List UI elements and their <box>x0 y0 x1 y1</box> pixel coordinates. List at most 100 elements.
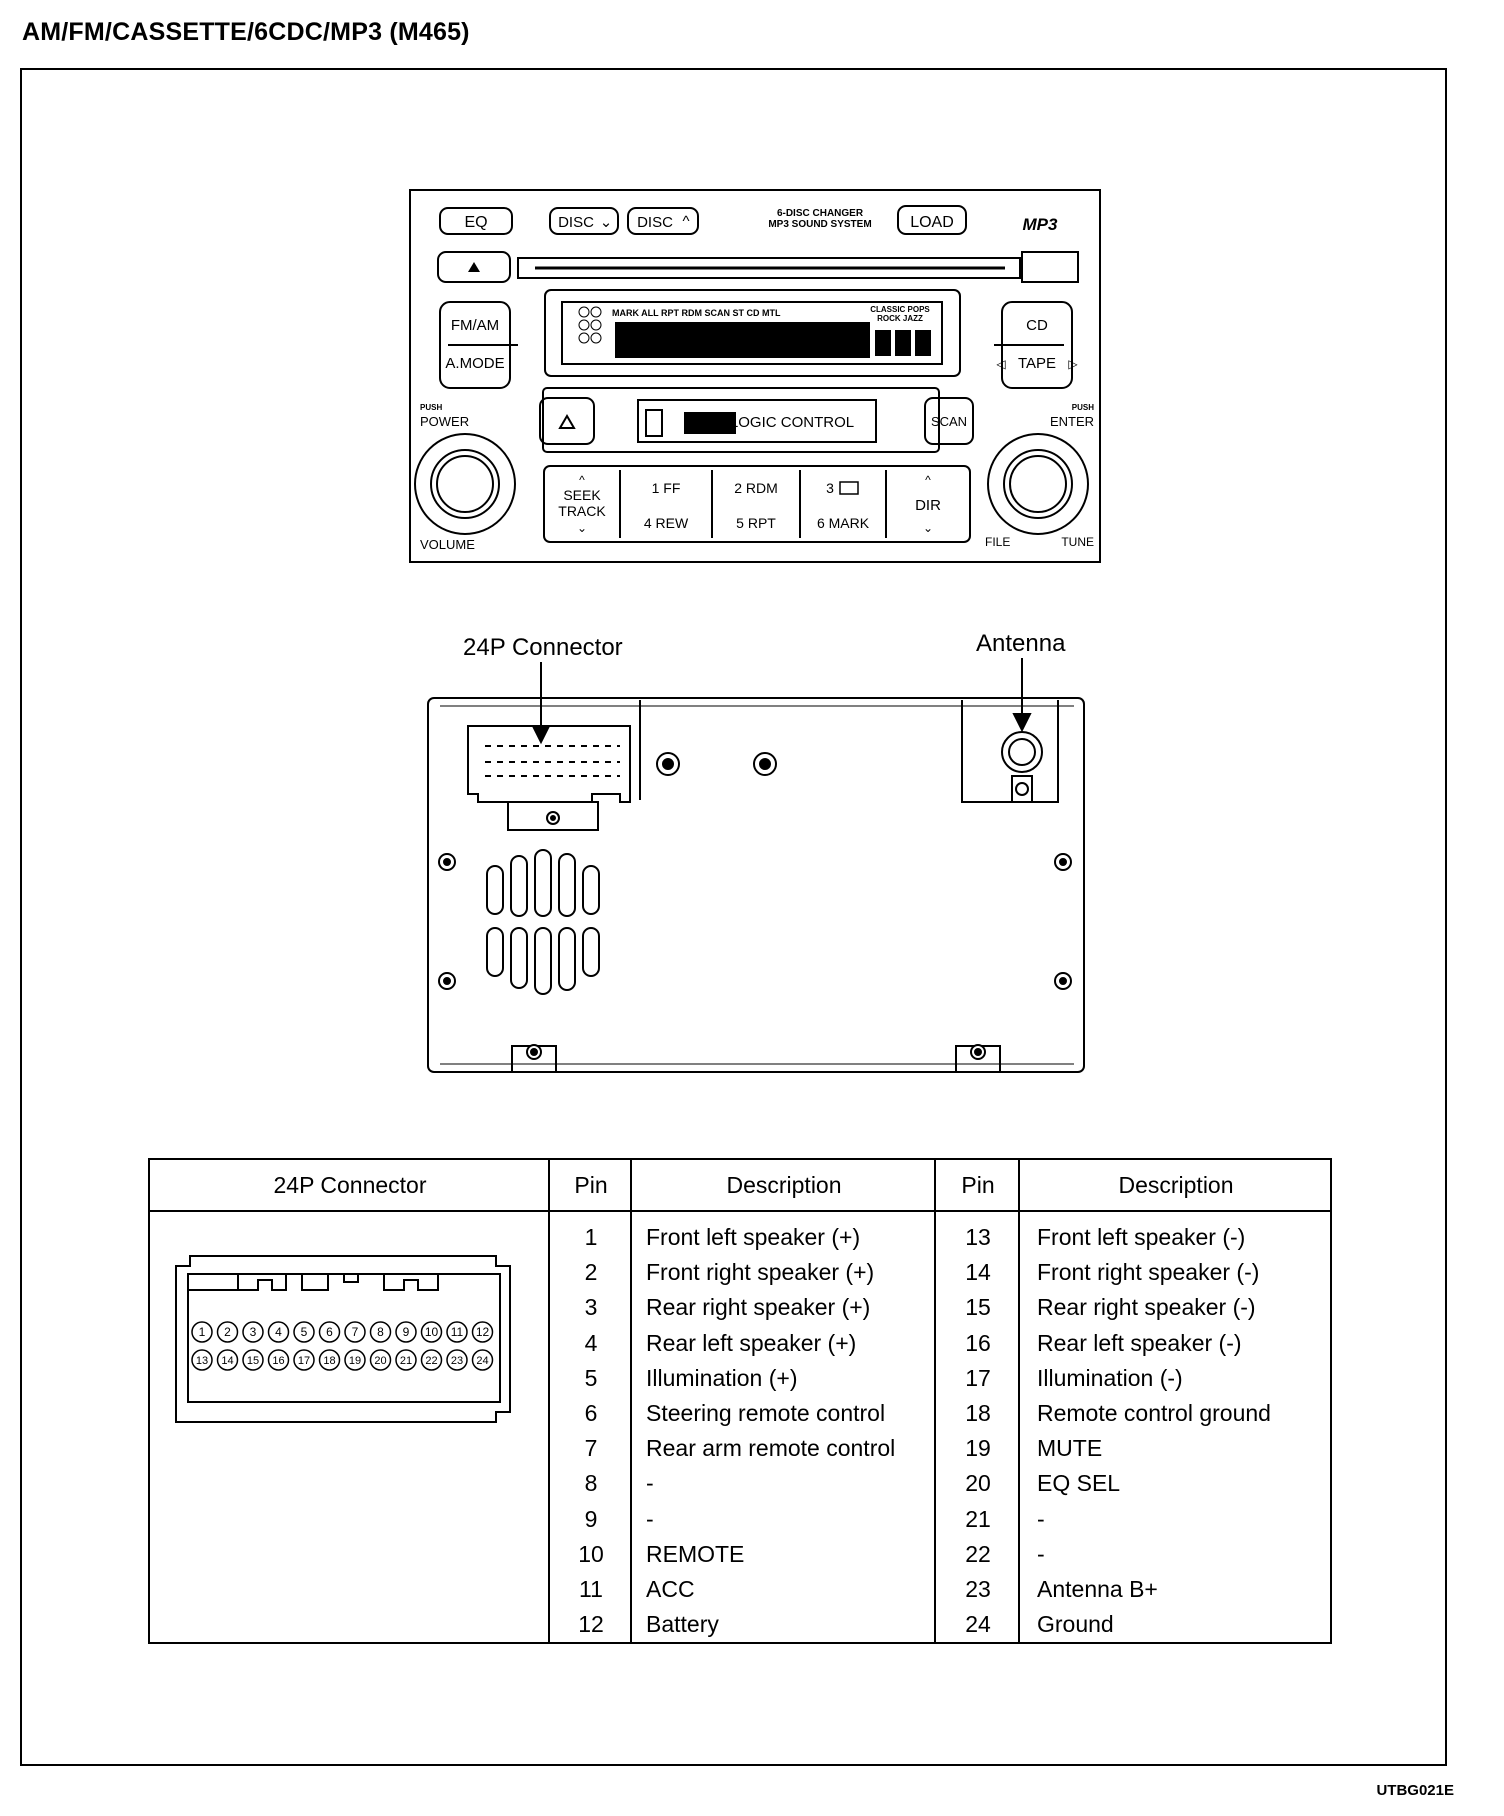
pin-number-label: 14 <box>221 1355 233 1367</box>
description-cell: EQ SEL <box>1037 1470 1121 1497</box>
pin-number-cell: 20 <box>965 1470 991 1497</box>
preset-1-label[interactable]: 1 FF <box>652 480 681 496</box>
pin-number-label: 5 <box>301 1325 308 1339</box>
eject-tape-button[interactable] <box>539 397 595 445</box>
enter-label: ENTER <box>1050 414 1094 429</box>
changer-label-line2: MP3 SOUND SYSTEM <box>768 219 871 230</box>
pin-number-label: 11 <box>451 1325 464 1339</box>
push-label-left: PUSH <box>420 403 442 412</box>
push-label-right: PUSH <box>1072 403 1094 412</box>
pin-number-cell: 23 <box>965 1576 991 1602</box>
tape-label: TAPE <box>1018 355 1056 372</box>
description-cell: Rear left speaker (-) <box>1037 1329 1242 1356</box>
pin-number-cell: 3 <box>584 1294 598 1321</box>
description-cell: Ground <box>1037 1611 1114 1638</box>
description-cell: ACC <box>646 1576 695 1602</box>
description-cell: Front right speaker (+) <box>646 1259 875 1286</box>
pin-circle <box>420 1321 443 1343</box>
diagram-frame <box>20 68 1447 1766</box>
disc-up-button[interactable] <box>627 207 699 235</box>
tune-knob[interactable] <box>987 433 1089 535</box>
connector-bracket <box>507 801 599 831</box>
preset-5-label[interactable]: 5 RPT <box>736 515 776 531</box>
display-eq-line2: ROCK JAZZ <box>877 314 923 323</box>
pin-number-label: 17 <box>298 1355 310 1367</box>
dir-down-icon: ⌄ <box>923 521 933 535</box>
pin-number-cell: 15 <box>965 1294 991 1321</box>
pin-number-cell: 5 <box>584 1364 598 1391</box>
table-row: 9-21- <box>150 1502 1330 1537</box>
pin-number-cell: 11 <box>579 1576 603 1602</box>
preset-4-label[interactable]: 4 REW <box>644 515 689 531</box>
pin-circle <box>344 1321 366 1343</box>
cd-label: CD <box>1026 317 1048 334</box>
pin-number-cell: 10 <box>578 1540 604 1567</box>
chevron-down-icon: ⌄ <box>600 214 613 231</box>
disc-down-button[interactable] <box>549 207 619 235</box>
logic-control-label: LOGIC CONTROL <box>730 414 854 431</box>
pin-number-label: 15 <box>247 1355 259 1367</box>
preset-3-label[interactable]: 3 <box>826 480 834 496</box>
display-window <box>561 301 943 365</box>
rear-screws <box>438 752 1072 1060</box>
pin-number-cell: 16 <box>965 1329 991 1356</box>
pin-number-label: 22 <box>425 1355 437 1367</box>
description-cell: REMOTE <box>646 1540 745 1567</box>
pin-number-label: 12 <box>476 1325 490 1339</box>
pin-number-cell: 8 <box>584 1470 598 1497</box>
description-cell: Battery <box>646 1611 719 1638</box>
preset-2-label[interactable]: 2 RDM <box>734 480 778 496</box>
header-pin-2: Pin <box>961 1172 995 1198</box>
display-bezel <box>544 289 961 377</box>
pin-number-cell: 7 <box>584 1435 598 1462</box>
seek-down-icon: ⌄ <box>577 521 587 535</box>
description-cell: Rear arm remote control <box>646 1435 896 1462</box>
pin-number-cell: 4 <box>584 1329 598 1356</box>
display-digits <box>875 330 931 356</box>
pin-number-label: 2 <box>224 1325 231 1339</box>
description-cell: MUTE <box>1037 1435 1103 1462</box>
eject-cd-button[interactable] <box>437 251 511 283</box>
pin-number-label: 8 <box>377 1325 384 1339</box>
cassette-door <box>542 387 940 453</box>
pin-number-label: 7 <box>352 1325 359 1339</box>
pin-circle <box>395 1321 417 1343</box>
pin-circle <box>216 1349 239 1371</box>
description-cell: - <box>1037 1505 1045 1532</box>
description-cell: Rear right speaker (+) <box>646 1294 871 1321</box>
figure-code: UTBG021E <box>1376 1782 1454 1799</box>
pin-number-cell: 2 <box>584 1259 598 1286</box>
track-label: TRACK <box>558 503 606 519</box>
load-button[interactable] <box>897 205 967 235</box>
pin-number-cell: 9 <box>584 1505 598 1532</box>
dir-label[interactable]: DIR <box>915 497 941 514</box>
cd-slot <box>517 257 1021 279</box>
preset-6-label[interactable]: 6 MARK <box>817 515 870 531</box>
pin-number-cell: 21 <box>965 1505 991 1532</box>
volume-knob[interactable] <box>414 433 516 535</box>
pin-number-label: 13 <box>196 1355 208 1367</box>
pin-circle <box>267 1349 290 1371</box>
tape-indicator <box>684 412 736 434</box>
music-cd-logo <box>1021 251 1079 283</box>
pin-number-label: 6 <box>326 1325 333 1339</box>
pin-number-cell: 24 <box>965 1611 991 1638</box>
pin-number-label: 19 <box>349 1355 361 1367</box>
pin-circle <box>318 1349 341 1371</box>
pin-number-label: 24 <box>476 1355 488 1367</box>
rear-housing <box>427 697 1085 1073</box>
scan-button[interactable] <box>924 397 974 445</box>
radio-rear-view <box>427 658 1085 1073</box>
tune-label: TUNE <box>1061 535 1094 549</box>
pin-circle <box>395 1349 417 1371</box>
connector-housing <box>175 1255 511 1423</box>
pin-number-label: 9 <box>403 1325 410 1339</box>
header-pin: Pin <box>574 1172 608 1198</box>
eq-button[interactable] <box>439 207 513 235</box>
pin-number-cell: 13 <box>965 1224 991 1250</box>
